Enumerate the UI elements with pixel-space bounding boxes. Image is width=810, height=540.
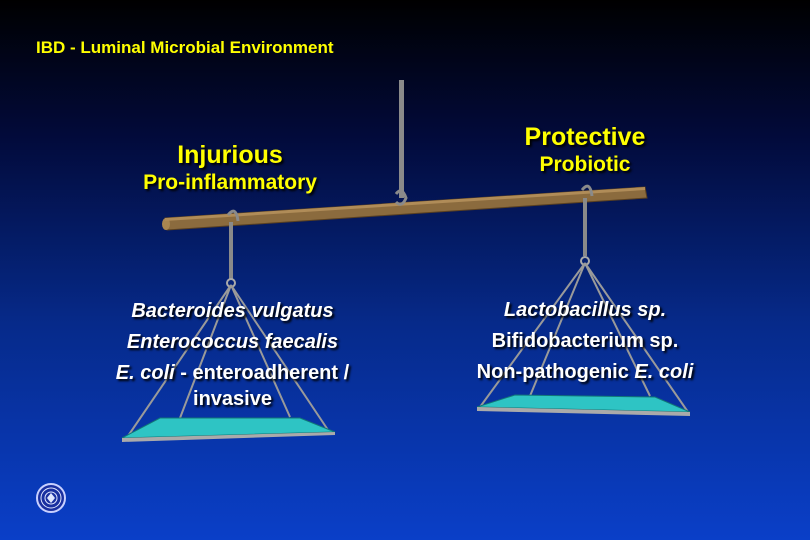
injurious-organism-list: Bacteroides vulgatus Enterococcus faecal… bbox=[95, 296, 370, 411]
protective-organism-list: Lactobacillus sp. Bifidobacterium sp. No… bbox=[445, 295, 725, 388]
list-item: Bacteroides vulgatus bbox=[95, 296, 370, 327]
hanging-rod bbox=[399, 80, 404, 198]
pro-inflammatory-subheading: Pro-inflammatory bbox=[130, 170, 330, 196]
injurious-heading-block: Injurious Pro-inflammatory bbox=[130, 140, 330, 196]
list-item: Enterococcus faecalis bbox=[95, 327, 370, 358]
university-seal-icon bbox=[36, 483, 66, 513]
list-item: Bifidobacterium sp. bbox=[445, 326, 725, 357]
list-item: Non-pathogenic E. coli bbox=[445, 357, 725, 388]
list-item: Lactobacillus sp. bbox=[445, 295, 725, 326]
list-item: E. coli - enteroadherent / invasive bbox=[95, 358, 370, 411]
injurious-heading: Injurious bbox=[130, 140, 330, 170]
probiotic-subheading: Probiotic bbox=[495, 152, 675, 178]
protective-heading-block: Protective Probiotic bbox=[495, 122, 675, 178]
protective-heading: Protective bbox=[495, 122, 675, 152]
